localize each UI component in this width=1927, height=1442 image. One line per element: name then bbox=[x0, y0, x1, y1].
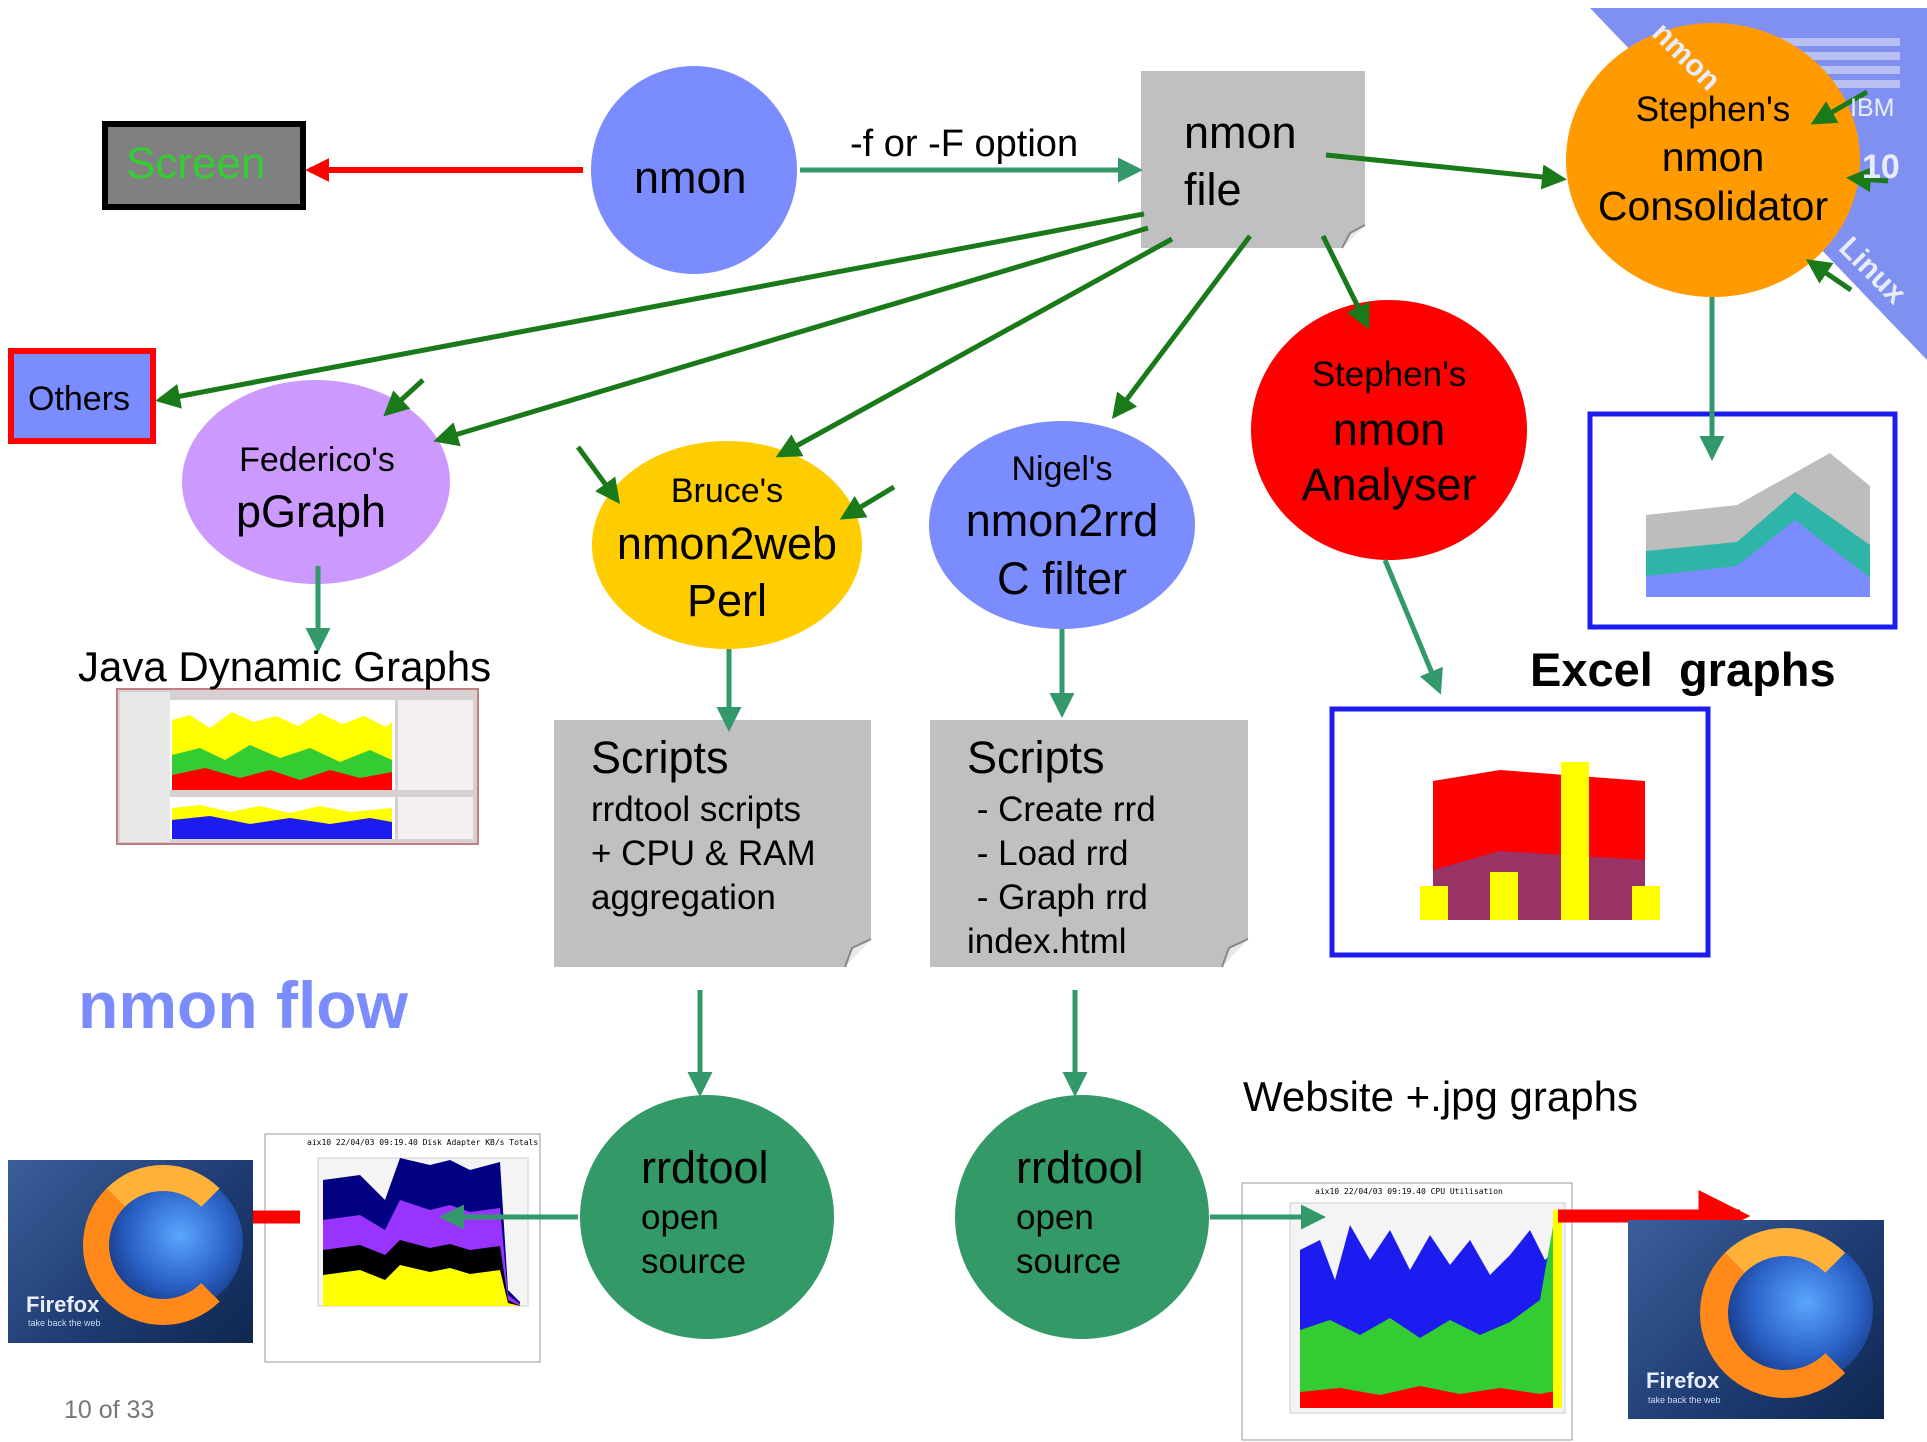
slide-number: 10 of 33 bbox=[64, 1396, 155, 1424]
firefox-brand: Firefox bbox=[26, 1292, 100, 1317]
nmon2rrd-label-3: C filter bbox=[996, 553, 1127, 604]
scripts-right-line-3: - Graph rrd bbox=[967, 878, 1148, 917]
rrdtool-left-label-3: source bbox=[641, 1242, 747, 1281]
firefox-thumbnail-right: Firefox take back the web bbox=[1628, 1220, 1884, 1419]
consolidator-node bbox=[1566, 23, 1860, 297]
rrdtool-left-label-2: open bbox=[641, 1198, 719, 1237]
firefox-fox-icon bbox=[83, 1165, 243, 1325]
nmon-file-shape bbox=[1141, 71, 1365, 248]
scripts-left-line-1: rrdtool scripts bbox=[591, 790, 802, 829]
firefox-brand: Firefox bbox=[1646, 1368, 1720, 1393]
analyser-label-2: nmon bbox=[1332, 404, 1446, 455]
screen-box bbox=[102, 121, 306, 210]
pgraph-label-1: Federico's bbox=[239, 441, 395, 479]
others-label: Others bbox=[28, 380, 131, 418]
scripts-left-line-2: + CPU & RAM bbox=[591, 834, 816, 873]
scripts-right-line-1: - Create rrd bbox=[967, 790, 1156, 829]
rrdtool-right-node bbox=[955, 1095, 1209, 1339]
firefox-tagline: take back the web bbox=[1648, 1395, 1721, 1405]
scripts-right-line-2: - Load rrd bbox=[967, 834, 1129, 873]
nmon2web-label-1: Bruce's bbox=[670, 472, 784, 510]
flow-title: nmon flow bbox=[78, 968, 408, 1042]
screen-label: Screen bbox=[126, 139, 266, 188]
disk-chart-thumbnail bbox=[264, 1133, 541, 1363]
firefox-fox-icon bbox=[1700, 1228, 1870, 1398]
java-graph-thumbnail bbox=[116, 688, 479, 845]
nmon-label: nmon bbox=[634, 152, 747, 203]
scripts-right-line-4: index.html bbox=[967, 922, 1127, 961]
website-graphs-label: Website +.jpg graphs bbox=[1243, 1073, 1638, 1120]
analyser-node bbox=[1251, 300, 1527, 560]
badge-label-ibm: IBM bbox=[1850, 94, 1895, 122]
f-option-label: -f or -F option bbox=[850, 123, 1079, 165]
analyser-label-1: Stephen's bbox=[1311, 355, 1467, 394]
consolidator-label-2: nmon bbox=[1661, 134, 1765, 180]
rrdtool-left-label-1: rrdtool bbox=[641, 1142, 769, 1193]
pgraph-node bbox=[182, 380, 450, 584]
nmon2rrd-label-1: Nigel's bbox=[1011, 450, 1113, 488]
cpu-chart-thumbnail bbox=[1241, 1182, 1573, 1441]
scripts-left-title: Scripts bbox=[591, 732, 729, 783]
scripts-left-line-3: aggregation bbox=[591, 878, 776, 917]
analyser-bar-graph bbox=[1329, 706, 1711, 958]
consolidator-label-1: Stephen's bbox=[1635, 90, 1791, 129]
nmon2rrd-label-2: nmon2rrd bbox=[965, 495, 1159, 546]
rrdtool-left-node bbox=[580, 1095, 834, 1339]
excel-area-graph bbox=[1587, 411, 1898, 630]
nmon2web-node bbox=[592, 441, 862, 649]
nmon-file-label-1: nmon bbox=[1184, 107, 1297, 158]
nmon-file-label-2: file bbox=[1184, 164, 1242, 215]
scripts-right-shape bbox=[930, 720, 1248, 967]
arrows bbox=[155, 89, 1889, 1243]
rrdtool-right-label-3: source bbox=[1016, 1242, 1122, 1281]
cpu-chart-title: aix10 22/04/03 09:19.40 CPU Utilisation bbox=[1315, 1187, 1503, 1196]
analyser-label-3: Analyser bbox=[1301, 459, 1477, 510]
scripts-right-title: Scripts bbox=[967, 732, 1105, 783]
consolidator-label-3: Consolidator bbox=[1597, 183, 1829, 229]
disk-chart-title: aix10 22/04/03 09:19.40 Disk Adapter KB/… bbox=[307, 1138, 539, 1147]
others-box bbox=[8, 348, 156, 444]
java-graphs-label: Java Dynamic Graphs bbox=[78, 643, 492, 690]
nmon2rrd-node bbox=[929, 421, 1195, 629]
rrdtool-right-label-1: rrdtool bbox=[1016, 1142, 1144, 1193]
pgraph-label-2: pGraph bbox=[235, 486, 387, 537]
nmon2web-label-3: Perl bbox=[686, 575, 768, 626]
badge-label-number: 10 bbox=[1862, 148, 1900, 186]
scripts-left-shape bbox=[554, 720, 871, 967]
firefox-tagline: take back the web bbox=[28, 1318, 101, 1328]
rrdtool-right-label-2: open bbox=[1016, 1198, 1094, 1237]
firefox-thumbnail-left: Firefox take back the web bbox=[8, 1160, 253, 1343]
nmon-node bbox=[591, 66, 797, 274]
excel-graphs-label: Excel graphs bbox=[1530, 643, 1836, 696]
nmon2web-label-2: nmon2web bbox=[616, 518, 838, 569]
